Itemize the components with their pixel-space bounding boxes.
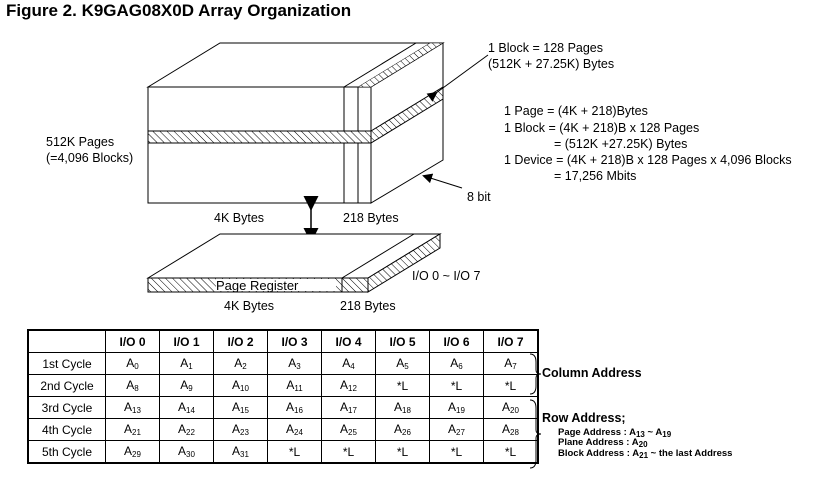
header-io1: I/O 1 <box>159 329 214 353</box>
block-front-face <box>147 86 372 204</box>
cycle-label: 5th Cycle <box>27 440 106 464</box>
header-io0: I/O 0 <box>105 329 160 353</box>
page-band-right <box>370 86 444 144</box>
address-cell: A27 <box>429 418 484 441</box>
address-cell: A31 <box>213 440 268 464</box>
register-main-bytes-label: 4K Bytes <box>224 299 275 313</box>
header-io2: I/O 2 <box>213 329 268 353</box>
address-cell: *L <box>429 440 484 464</box>
spare-divider-top <box>343 42 417 88</box>
column-brace <box>529 353 542 395</box>
formula-line-1: 1 Page = (4K + 218)Bytes <box>504 104 648 118</box>
address-cell: *L <box>483 440 539 464</box>
row-address-label: Row Address; <box>542 411 626 425</box>
address-cell: A9 <box>159 374 214 397</box>
page-register-label: Page Register <box>216 278 299 293</box>
register-label-bg <box>216 279 336 291</box>
header-io5: I/O 5 <box>375 329 430 353</box>
formula-line-5: = 17,256 Mbits <box>554 169 637 183</box>
block-strip-top <box>357 42 444 88</box>
width-label: 8 bit <box>467 190 491 204</box>
address-cell: A25 <box>321 418 376 441</box>
address-cell: A1 <box>159 352 214 375</box>
pages-note-line1: 512K Pages <box>46 135 115 149</box>
block-address-label: Block Address : A21 ~ the last Address <box>558 448 733 460</box>
address-cell: A21 <box>105 418 160 441</box>
address-cell: A10 <box>213 374 268 397</box>
io-label: I/O 0 ~ I/O 7 <box>412 269 481 283</box>
table-header-row: I/O 0 I/O 1 I/O 2 I/O 3 I/O 4 I/O 5 I/O … <box>27 329 539 353</box>
array-diagram <box>146 42 489 293</box>
plane-address-label: Plane Address : A20 <box>558 437 648 449</box>
address-cell: A23 <box>213 418 268 441</box>
width-arrow <box>422 173 463 189</box>
address-cell: A8 <box>105 374 160 397</box>
address-cell: A6 <box>429 352 484 375</box>
address-cell: *L <box>375 440 430 464</box>
address-cycle-table: I/O 0 I/O 1 I/O 2 I/O 3 I/O 4 I/O 5 I/O … <box>27 329 539 464</box>
address-cell: A19 <box>429 396 484 419</box>
address-cell: A4 <box>321 352 376 375</box>
formula-line-3: = (512K +27.25K) Bytes <box>554 137 688 151</box>
page-register <box>146 233 442 293</box>
address-cell: *L <box>267 440 322 464</box>
address-cell: A29 <box>105 440 160 464</box>
header-io4: I/O 4 <box>321 329 376 353</box>
page-band-front <box>147 130 372 144</box>
address-cell: A14 <box>159 396 214 419</box>
address-cell: A22 <box>159 418 214 441</box>
header-io6: I/O 6 <box>429 329 484 353</box>
cycle-label: 2nd Cycle <box>27 374 106 397</box>
address-cell: A18 <box>375 396 430 419</box>
page-address-label: Page Address : A13 ~ A19 <box>558 427 672 439</box>
address-cell: A13 <box>105 396 160 419</box>
row-brace <box>529 399 542 469</box>
address-cell: A0 <box>105 352 160 375</box>
block-note-line2: (512K + 27.25K) Bytes <box>488 57 615 71</box>
register-spare-bytes-label: 218 Bytes <box>340 299 396 313</box>
memory-array-block <box>146 42 445 204</box>
cycle-label: 3rd Cycle <box>27 396 106 419</box>
address-cell: *L <box>321 440 376 464</box>
address-cell: A16 <box>267 396 322 419</box>
formula-line-4: 1 Device = (4K + 218)B x 128 Pages x 4,0… <box>504 153 792 167</box>
address-cell: A26 <box>375 418 430 441</box>
formula-line-2: 1 Block = (4K + 218)B x 128 Pages <box>504 121 700 135</box>
table-corner <box>27 329 106 353</box>
column-address-label: Column Address <box>542 366 642 380</box>
figure-title: Figure 2. K9GAG08X0D Array Organization <box>6 1 352 20</box>
header-io3: I/O 3 <box>267 329 322 353</box>
address-cell: A12 <box>321 374 376 397</box>
address-cell: A28 <box>483 418 539 441</box>
block-note-line1: 1 Block = 128 Pages <box>488 41 604 55</box>
main-bytes-label: 4K Bytes <box>214 211 265 225</box>
brace-group <box>529 353 542 469</box>
address-cell: A5 <box>375 352 430 375</box>
pages-note-line2: (=4,096 Blocks) <box>46 151 134 165</box>
address-cell: *L <box>429 374 484 397</box>
address-cell: A2 <box>213 352 268 375</box>
cycle-label: 1st Cycle <box>27 352 106 375</box>
header-io7: I/O 7 <box>483 329 539 353</box>
address-cell: A30 <box>159 440 214 464</box>
address-cell: A15 <box>213 396 268 419</box>
cycle-label: 4th Cycle <box>27 418 106 441</box>
address-cell: A11 <box>267 374 322 397</box>
address-cell: A17 <box>321 396 376 419</box>
address-cell: A3 <box>267 352 322 375</box>
address-cell: *L <box>375 374 430 397</box>
register-spare-divider-top <box>341 233 415 279</box>
spare-bytes-label: 218 Bytes <box>343 211 399 225</box>
block-note-leader <box>426 54 489 102</box>
address-cell: A24 <box>267 418 322 441</box>
